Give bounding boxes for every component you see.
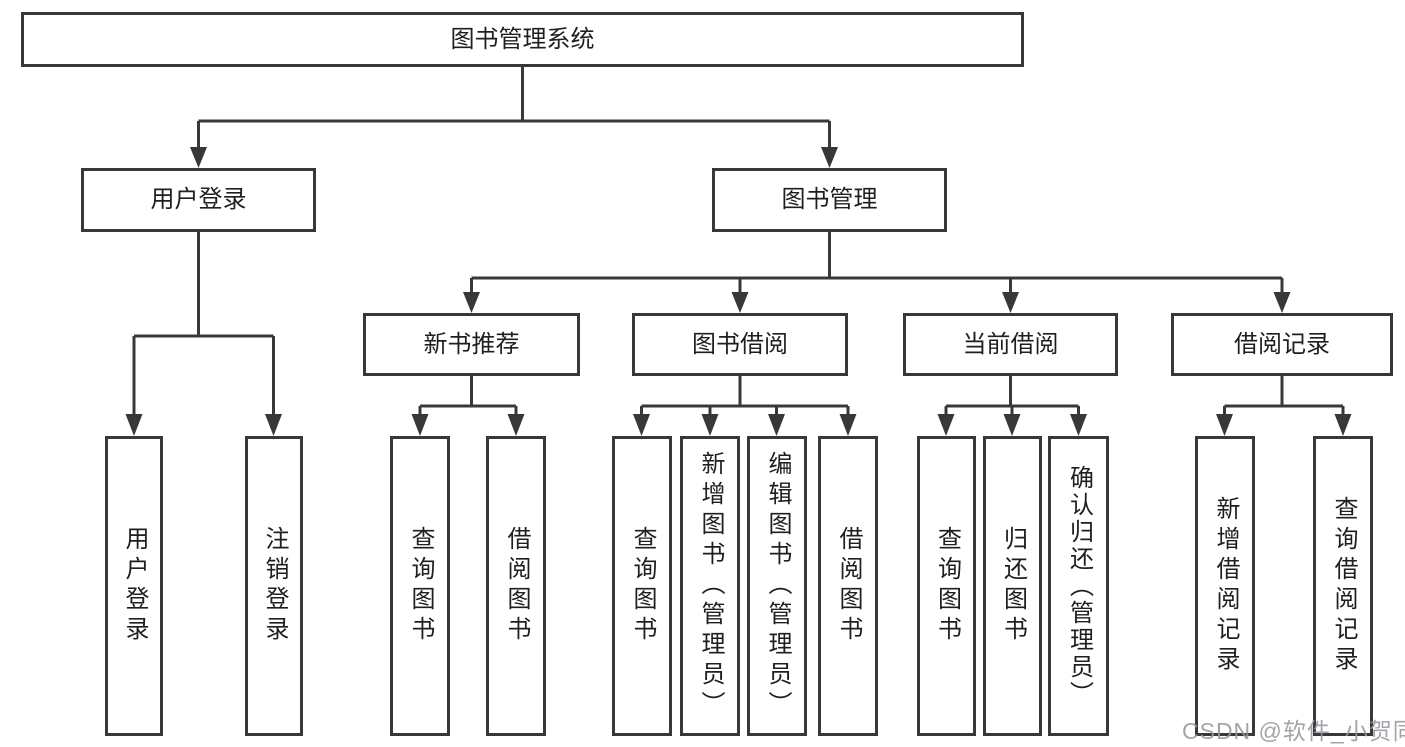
leaf-borrow-add-book-admin: 新增图书（管理员） [680,436,740,736]
leaf-borrow-edit-book-admin: 编辑图书（管理员） [747,436,807,736]
leaf-borrow-borrow-books-label: 借阅图书 [835,526,862,646]
leaf-recommend-query-books: 查询图书 [390,436,450,736]
leaf-current-return-books: 归还图书 [983,436,1042,736]
leaf-current-return-books-label: 归还图书 [999,526,1027,646]
leaf-logout-label: 注销登录 [261,526,288,646]
leaf-logout: 注销登录 [245,436,303,736]
connector-path [132,67,1345,420]
leaf-borrow-borrow-books: 借阅图书 [818,436,878,736]
leaf-user-login-label: 用户登录 [121,526,148,646]
leaf-current-confirm-return-admin: 确认归还（管理员） [1048,436,1109,736]
node-root-label: 图书管理系统 [450,25,595,53]
node-book-borrowing: 图书借阅 [632,313,848,376]
node-book-borrowing-label: 图书借阅 [692,330,788,358]
leaf-current-query-books-label: 查询图书 [933,526,961,646]
node-book-management: 图书管理 [712,168,947,232]
node-borrowing-records-label: 借阅记录 [1234,330,1330,358]
node-borrowing-records: 借阅记录 [1171,313,1393,376]
leaf-current-confirm-return-admin-label: 确认归还（管理员） [1065,464,1093,708]
leaf-borrow-add-book-admin-label: 新增图书（管理员） [697,451,724,721]
leaf-recommend-query-books-label: 查询图书 [407,526,434,646]
leaf-records-add-borrow-record-label: 新增借阅记录 [1212,496,1239,676]
node-current-borrowing-label: 当前借阅 [962,330,1059,358]
leaf-recommend-borrow-books: 借阅图书 [486,436,546,736]
leaf-user-login: 用户登录 [105,436,163,736]
node-new-book-recommend-label: 新书推荐 [423,330,520,358]
leaf-records-query-borrow-record-label: 查询借阅记录 [1330,496,1357,676]
watermark-text: CSDN @软件_小贺同学 [1182,718,1405,744]
leaf-borrow-query-books-label: 查询图书 [629,526,656,646]
leaf-recommend-borrow-books-label: 借阅图书 [503,526,530,646]
node-new-book-recommend: 新书推荐 [363,313,580,376]
leaf-records-query-borrow-record: 查询借阅记录 [1313,436,1373,736]
node-user-login-label: 用户登录 [150,186,247,213]
node-book-management-label: 图书管理 [781,186,878,213]
arrowhead-icons [125,147,1352,436]
leaf-borrow-edit-book-admin-label: 编辑图书（管理员） [764,451,791,721]
leaf-current-query-books: 查询图书 [917,436,976,736]
node-root: 图书管理系统 [21,12,1024,67]
node-current-borrowing: 当前借阅 [903,313,1118,376]
leaf-records-add-borrow-record: 新增借阅记录 [1195,436,1255,736]
node-user-login: 用户登录 [81,168,316,232]
leaf-borrow-query-books: 查询图书 [612,436,672,736]
